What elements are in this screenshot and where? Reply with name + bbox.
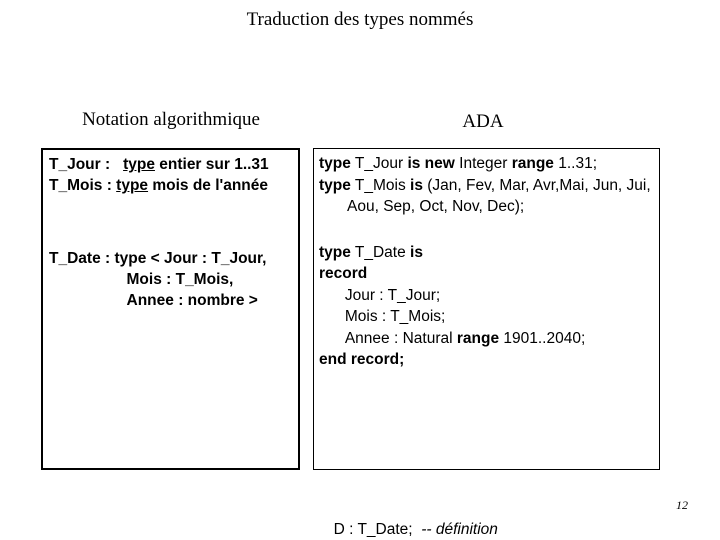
- page-number: 12: [676, 498, 688, 512]
- code-line: Mois : T_Mois,: [49, 269, 292, 290]
- code-text: entier sur 1..31: [154, 156, 269, 173]
- code-line: T_Date : type < Jour : T_Jour,: [49, 248, 292, 269]
- code-text: Jour : T_Jour;: [319, 286, 441, 304]
- code-text: T_Mois: [350, 176, 411, 194]
- code-text: 1901..2040;: [499, 329, 586, 347]
- ada-block-spacer: [319, 218, 655, 242]
- code-text: Mois : T_Mois;: [319, 308, 446, 325]
- code-line: type T_Jour is new Integer range 1..31;: [319, 153, 655, 175]
- code-line: type T_Mois is (Jan, Fev, Mar, Avr,Mai, …: [319, 175, 655, 218]
- code-text: T_Mois :: [49, 177, 117, 194]
- algorithmic-block-spacer: [49, 196, 292, 248]
- bottom-declaration: D : T_Date; -- définition: [325, 500, 498, 540]
- code-line: T_Mois : type mois de l'année: [49, 175, 292, 196]
- code-keyword: type: [319, 155, 351, 172]
- code-keyword: is new: [407, 155, 455, 172]
- code-text: 1..31;: [553, 155, 598, 172]
- code-keyword: record: [319, 265, 368, 282]
- code-line: record: [319, 263, 655, 285]
- code-text: mois de l'année: [148, 177, 269, 194]
- code-text: T_Jour: [350, 155, 408, 172]
- code-line: Mois : T_Mois;: [319, 306, 655, 328]
- declaration-comment: -- définition: [421, 521, 498, 538]
- code-line: end record;: [319, 349, 655, 371]
- code-keyword-underlined: type: [116, 177, 149, 194]
- declaration-text: D : T_Date;: [333, 521, 422, 538]
- code-text: T_Jour :: [49, 156, 124, 173]
- code-line: Annee : Natural range 1901..2040;: [319, 328, 655, 350]
- column-header-ada: ADA: [462, 111, 504, 132]
- code-text: T_Date : type < Jour : T_Jour,: [49, 250, 267, 267]
- code-text: T_Date: [350, 243, 411, 261]
- code-line: type T_Date is: [319, 242, 655, 264]
- code-line: T_Jour : type entier sur 1..31: [49, 154, 292, 175]
- code-keyword: is: [410, 243, 423, 261]
- code-text: Annee : Natural: [319, 329, 457, 347]
- code-keyword: range: [511, 155, 554, 172]
- code-line: Jour : T_Jour;: [319, 285, 655, 307]
- column-header-algorithmic: Notation algorithmique: [82, 109, 260, 130]
- code-box-ada: type T_Jour is new Integer range 1..31;t…: [313, 148, 660, 470]
- code-line: Annee : nombre >: [49, 290, 292, 311]
- ada-block-1: type T_Jour is new Integer range 1..31;t…: [319, 153, 655, 218]
- code-text: Mois : T_Mois,: [49, 271, 234, 288]
- code-keyword: is: [410, 176, 423, 194]
- code-text: Integer: [454, 155, 512, 172]
- code-keyword: range: [456, 329, 500, 347]
- algorithmic-block-2: T_Date : type < Jour : T_Jour, Mois : T_…: [49, 248, 292, 311]
- code-text: (Jan, Fev, Mar, Avr,Mai, Jun, Jui, Aou, …: [347, 176, 655, 216]
- page-title: Traduction des types nommés: [246, 9, 474, 30]
- code-keyword: type: [319, 243, 351, 261]
- code-keyword-underlined: type: [123, 156, 155, 173]
- code-keyword: end record;: [319, 351, 405, 368]
- code-keyword: type: [319, 176, 351, 194]
- code-text: Annee : nombre >: [49, 292, 258, 309]
